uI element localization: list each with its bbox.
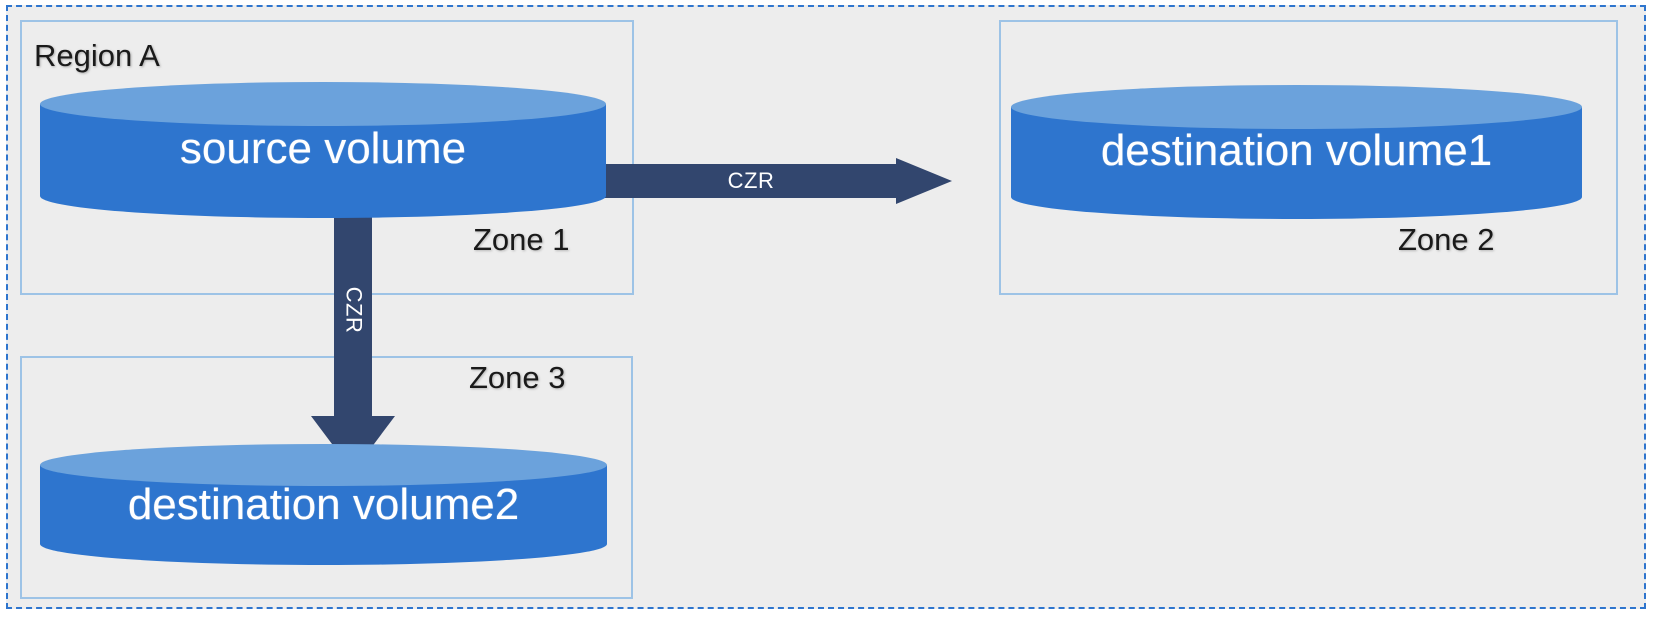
cylinder-label-destination-volume1: destination volume1 [1100,126,1493,175]
cylinder-label-destination-volume2: destination volume2 [127,480,520,529]
cylinder-source-volume[interactable]: source volume [40,82,606,218]
cylinder-top-ellipse [1011,85,1582,129]
zone-2-label: Zone 2 [1398,222,1495,257]
zone-1-label: Zone 1 [473,222,570,257]
cylinder-top-ellipse [40,82,606,126]
arrow-label-czr-horizontal: CZR [727,168,775,193]
arrow-label-czr-vertical: CZR [334,200,372,419]
cylinder-destination-volume1[interactable]: destination volume1 [1011,85,1582,219]
cylinder-label-source-volume: source volume [179,124,467,173]
arrow-shaft [334,200,372,419]
arrow-label-czr-vertical-text: CZR [341,286,366,333]
arrow-head-icon [896,158,952,204]
region-label: Region A [34,38,160,73]
cylinder-top-ellipse [40,444,607,486]
arrow-shaft [604,164,898,198]
cylinder-destination-volume2[interactable]: destination volume2 [40,444,607,565]
arrow-source-to-destination-volume2: CZR [311,200,395,472]
zone-3-label: Zone 3 [469,360,566,395]
arrow-source-to-destination-volume1: CZR [604,158,952,204]
